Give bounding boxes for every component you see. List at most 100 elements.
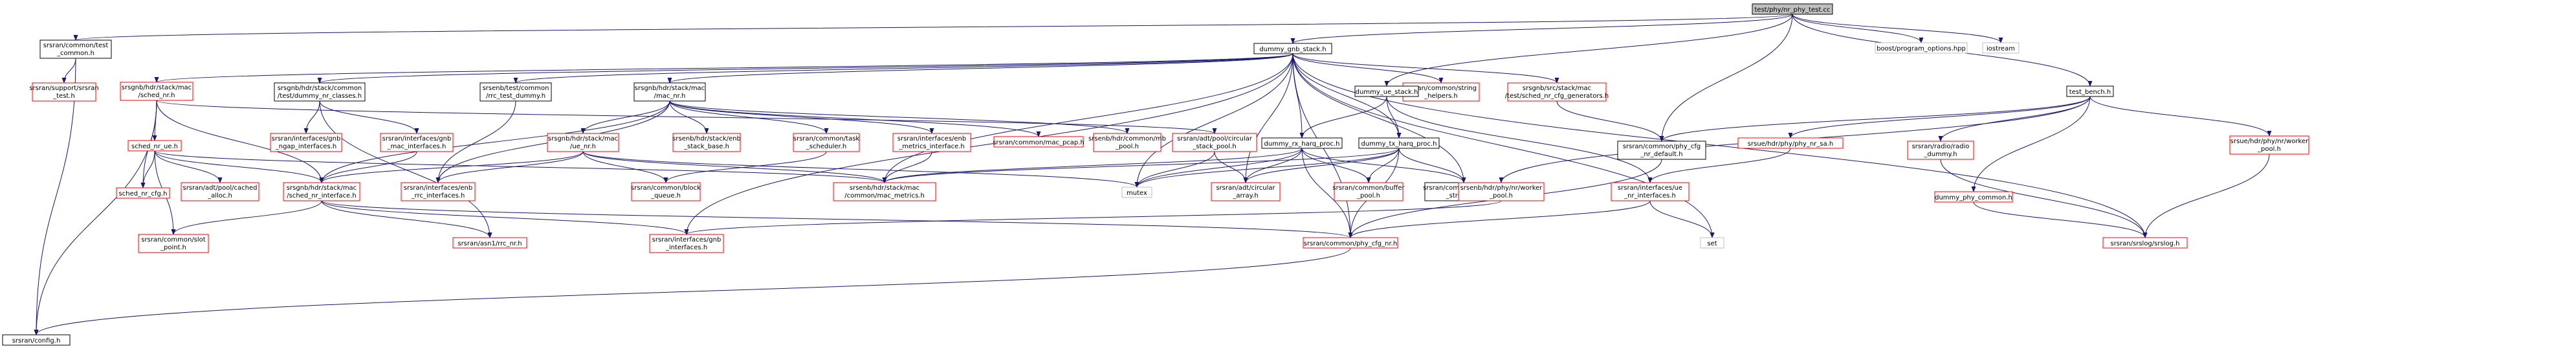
include-edge bbox=[303, 100, 320, 134]
node-box bbox=[39, 40, 112, 59]
node-label: /sched_nr.h bbox=[138, 92, 175, 99]
node-label: srsran/interfaces/ue bbox=[1618, 185, 1682, 192]
node-boost[interactable]: boost/program_options.hpp bbox=[1875, 42, 1968, 54]
node-bufpool[interactable]: srsran/common/buffer_pool.h bbox=[1332, 182, 1405, 201]
node-phycfgnr[interactable]: srsran/common/phy_cfg_nr.h bbox=[1303, 237, 1398, 249]
node-enbmetrics[interactable]: srsran/interfaces/enb_metrics_interface.… bbox=[892, 133, 971, 152]
node-testbench[interactable]: test_bench.h bbox=[2066, 85, 2114, 97]
node-box bbox=[547, 133, 619, 152]
node-cfggen[interactable]: srsgnb/src/stack/mac/test/sched_nr_cfg_g… bbox=[1505, 82, 1609, 102]
node-box bbox=[1875, 42, 1968, 54]
node-box bbox=[1611, 182, 1690, 201]
node-box bbox=[1752, 3, 1833, 15]
node-schedcfg[interactable]: sched_nr_cfg.h bbox=[116, 187, 170, 199]
node-ueworker[interactable]: srsue/hdr/phy/nr/worker_pool.h bbox=[2229, 135, 2309, 155]
node-box bbox=[138, 234, 209, 253]
node-ueintf[interactable]: srsran/interfaces/ue_nr_interfaces.h bbox=[1611, 182, 1690, 201]
node-label: srsran/interfaces/enb bbox=[404, 185, 473, 192]
node-common_h[interactable]: srsran/common/test_common.h bbox=[39, 40, 112, 59]
include-edge bbox=[2142, 153, 2270, 238]
include-edge bbox=[1366, 148, 1400, 183]
node-box bbox=[633, 82, 706, 102]
node-macpcap[interactable]: srsran/common/mac_pcap.h bbox=[993, 136, 1084, 148]
node-label: srsran/common/mac_pcap.h bbox=[993, 139, 1084, 146]
include-edge bbox=[1214, 151, 1248, 183]
node-set[interactable]: set bbox=[1700, 237, 1724, 249]
node-label: _nr_default.h bbox=[1640, 151, 1682, 158]
include-edge bbox=[580, 100, 670, 134]
node-label: srsran/common/task bbox=[793, 135, 860, 142]
node-slotpt[interactable]: srsran/common/slot_point.h bbox=[138, 234, 209, 253]
include-edge bbox=[1243, 53, 1294, 183]
node-enbworker[interactable]: srsenb/hdr/phy/nr/worker_pool.h bbox=[1458, 182, 1545, 201]
node-phycommon[interactable]: dummy_phy_common.h bbox=[1934, 191, 2013, 203]
include-edge bbox=[669, 100, 934, 134]
include-edge bbox=[1973, 201, 2148, 238]
include-edge bbox=[1292, 53, 1559, 84]
node-label: srsran/interfaces/enb bbox=[897, 135, 967, 142]
node-cachedalloc[interactable]: srsran/adt/pool/cached_alloc.h bbox=[181, 182, 259, 201]
node-radio[interactable]: srsran/radio/radio_dummy.h bbox=[1907, 141, 1974, 160]
include-edge bbox=[667, 53, 1294, 84]
node-label: test_bench.h bbox=[2069, 89, 2111, 96]
node-schednr[interactable]: srsgnb/hdr/stack/mac/sched_nr.h bbox=[120, 82, 193, 101]
node-label: _pool.h bbox=[1115, 143, 1139, 150]
node-label: _scheduler.h bbox=[806, 143, 847, 150]
node-label: srsran/common/phy_cfg bbox=[1623, 143, 1701, 150]
node-rrcnr[interactable]: srsran/asn1/rrc_nr.h bbox=[452, 237, 527, 249]
node-circpool[interactable]: srsran/adt/pool/circular_stack_pool.h bbox=[1172, 133, 1257, 152]
node-dtxharq[interactable]: dummy_tx_harq_proc.h bbox=[1358, 137, 1440, 149]
node-box bbox=[1617, 141, 1706, 160]
node-stackbase[interactable]: srsenb/hdr/stack/enb_stack_base.h bbox=[672, 133, 741, 152]
include-edge bbox=[154, 150, 887, 183]
node-label: srsran/common/phy_cfg_nr.h bbox=[1304, 240, 1397, 247]
include-edge bbox=[1788, 96, 2091, 139]
node-mutex[interactable]: mutex bbox=[1121, 187, 1152, 198]
node-label: _point.h bbox=[160, 244, 186, 251]
node-dgnb[interactable]: dummy_gnb_stack.h bbox=[1253, 43, 1332, 54]
include-edge bbox=[1792, 14, 1924, 43]
node-circarray[interactable]: srsran/adt/circular_array.h bbox=[1211, 182, 1281, 201]
node-gnbmac[interactable]: srsran/interfaces/gnb_mac_interfaces.h bbox=[380, 133, 454, 152]
node-macue[interactable]: srsgnb/hdr/stack/mac/ue_nr.h bbox=[547, 133, 619, 152]
include-edge bbox=[435, 151, 584, 183]
node-label: dummy_ue_stack.h bbox=[1356, 89, 1418, 96]
node-label: srsenb/hdr/stack/mac bbox=[850, 185, 919, 192]
include-edge bbox=[663, 151, 827, 183]
node-config[interactable]: srsran/config.h bbox=[2, 334, 71, 346]
node-enbrrc[interactable]: srsran/interfaces/enb_rrc_interfaces.h bbox=[401, 182, 476, 201]
node-label: srsue/hdr/phy/phy_nr_sa.h bbox=[1748, 141, 1833, 148]
node-gnbintf[interactable]: srsran/interfaces/gnb_interfaces.h bbox=[649, 234, 724, 253]
node-label: srsran/common/test bbox=[43, 42, 109, 49]
node-mbpool[interactable]: srsenb/hdr/common/mb_pool.h bbox=[1088, 133, 1166, 152]
include-edge bbox=[669, 100, 829, 134]
node-srslog[interactable]: srsran/srslog/srslog.h bbox=[2102, 237, 2188, 249]
node-phycfgdef[interactable]: srsran/common/phy_cfg_nr_default.h bbox=[1617, 141, 1706, 160]
node-blockq[interactable]: srsran/common/block_queue.h bbox=[631, 182, 701, 201]
node-support[interactable]: srsran/support/srsran_test.h bbox=[29, 82, 99, 102]
node-box bbox=[401, 182, 476, 201]
node-box bbox=[1121, 187, 1152, 198]
include-edge bbox=[669, 100, 1041, 137]
node-drxharq[interactable]: dummy_rx_harq_proc.h bbox=[1261, 137, 1343, 149]
node-label: _nr_interfaces.h bbox=[1624, 192, 1676, 199]
node-box bbox=[672, 133, 741, 152]
include-edge bbox=[1243, 148, 1400, 183]
node-schedue[interactable]: sched_nr_ue.h bbox=[127, 140, 182, 152]
node-rrcdummy[interactable]: srsenb/test/common/rrc_test_dummy.h bbox=[479, 82, 552, 102]
node-label: srsgnb/hdr/stack/common bbox=[278, 85, 362, 92]
node-tasksched[interactable]: srsran/common/task_scheduler.h bbox=[793, 133, 860, 152]
node-schedintf[interactable]: srsgnb/hdr/stack/mac/sched_nr_interface.… bbox=[283, 182, 360, 201]
node-iostream[interactable]: iostream bbox=[1982, 42, 2020, 54]
node-macmetrics[interactable]: srsenb/hdr/stack/mac/common/mac_metrics.… bbox=[833, 182, 936, 201]
node-duestack[interactable]: dummy_ue_stack.h bbox=[1354, 85, 1419, 97]
node-ngap[interactable]: srsran/interfaces/gnb_ngap_interfaces.h bbox=[270, 133, 342, 152]
include-edge bbox=[1292, 53, 1715, 238]
include-edge bbox=[1134, 151, 1215, 188]
node-macnr[interactable]: srsgnb/hdr/stack/mac/mac_nr.h bbox=[633, 82, 706, 102]
node-label: srsgnb/hdr/stack/mac bbox=[635, 85, 705, 92]
node-dnrcls[interactable]: srsgnb/hdr/stack/common/test/dummy_nr_cl… bbox=[274, 82, 366, 102]
include-edge bbox=[1134, 148, 1400, 188]
node-physa[interactable]: srsue/hdr/phy/phy_nr_sa.h bbox=[1737, 137, 1844, 149]
